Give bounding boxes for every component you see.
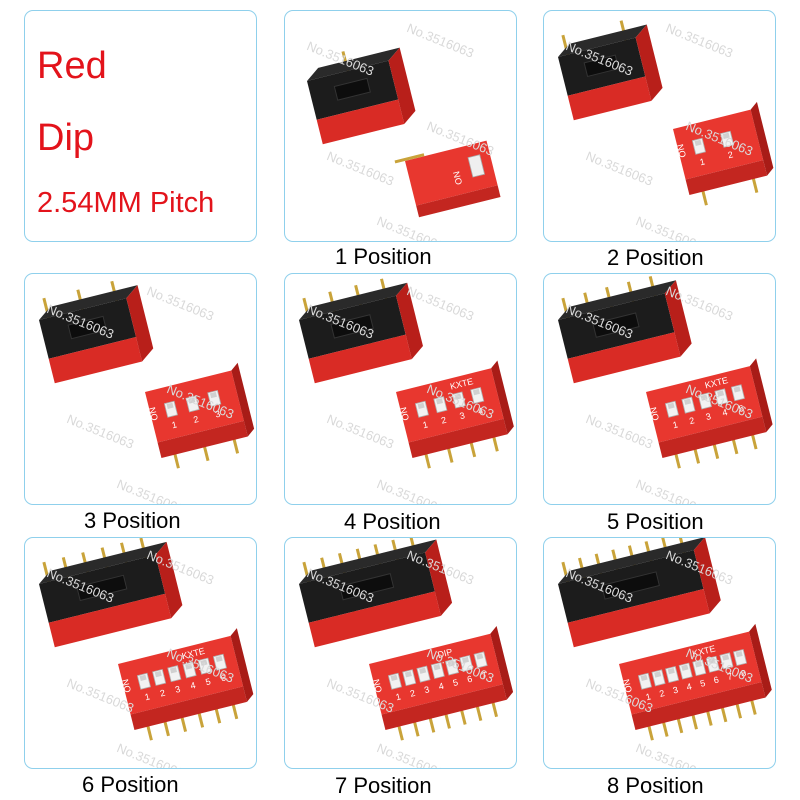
dip-switch-bottom-view [558,538,721,648]
switch-number: 8 [740,668,747,679]
position-caption: 5 Position [607,509,704,534]
switch-number: 3 [672,685,679,696]
switch-number: 6 [220,672,227,683]
title-color: Red [37,45,107,87]
product-photo: ON 1 2 [558,20,774,206]
switch-number: 3 [459,410,466,421]
dip-switch-bottom-view [299,538,453,648]
switch-number: 2 [688,415,695,426]
position-caption: 4 Position [344,509,441,534]
switch-number: 1 [422,419,429,430]
switch-number: 5 [738,403,745,414]
dip-switch-bottom-view [558,276,692,384]
on-label: ON [451,170,464,186]
dip-switch-bottom-view [38,538,183,648]
dip-switch-bottom-view [307,47,416,145]
switch-number: 1 [144,691,151,702]
switch-number: 1 [171,419,178,430]
dip-switch-top-view: ON 1 2 [673,101,774,206]
switch-number: 4 [721,407,728,418]
switch-number: 2 [658,688,665,699]
position-caption: 2 Position [607,245,704,270]
dip-switch-top-view: ON [394,140,501,218]
switch-number: 4 [477,406,484,417]
switch-number: 3 [174,684,181,695]
switch-number: 1 [699,156,706,167]
title-panel: Red Dip 2.54MM Pitch [24,10,257,242]
switch-number: 7 [726,671,733,682]
product-photo: ON 1 2 3 [39,280,255,469]
switch-number: 2 [409,688,416,699]
switch-number: 2 [727,149,734,160]
switch-number: 5 [699,678,706,689]
position-caption: 1 Position [335,244,432,269]
switch-number: 5 [452,677,459,688]
switch-number: 4 [189,680,196,691]
title-type: Dip [37,117,95,159]
on-label: ON [398,406,411,422]
on-label: ON [120,678,133,694]
switch-number: 2 [440,415,447,426]
switch-number: 6 [466,674,473,685]
position-caption: 6 Position [82,772,179,797]
switch-number: 1 [672,419,679,430]
position-caption: 3 Position [84,508,181,533]
switch-number: 2 [159,688,166,699]
switch-number: 7 [480,670,487,681]
on-label: ON [371,678,384,694]
switch-number: 3 [705,411,712,422]
switch-number: 4 [438,681,445,692]
switch-number: 2 [192,414,199,425]
switch-number: 3 [214,409,221,420]
position-caption: 7 Position [335,773,432,798]
position-caption: 8 Position [607,773,704,798]
title-pitch: 2.54MM Pitch [37,187,215,219]
on-label: ON [147,406,160,422]
dip-switch-bottom-view [299,278,423,384]
switch-number: 3 [423,684,430,695]
on-label: ON [675,143,688,159]
switch-number: 1 [645,691,652,702]
switch-number: 1 [395,691,402,702]
switch-number: 4 [685,681,692,692]
dip-switch-bottom-view [39,280,154,384]
product-photo: ON [307,47,501,218]
dip-switch-top-view: ON 1 2 3 [145,362,255,469]
brand-label: DIP [436,647,453,660]
on-label: ON [621,678,634,694]
on-label: ON [648,406,661,422]
switch-number: 6 [713,674,720,685]
dip-switch-bottom-view [558,20,663,121]
switch-number: 5 [204,676,211,687]
switch-lever [467,154,486,178]
